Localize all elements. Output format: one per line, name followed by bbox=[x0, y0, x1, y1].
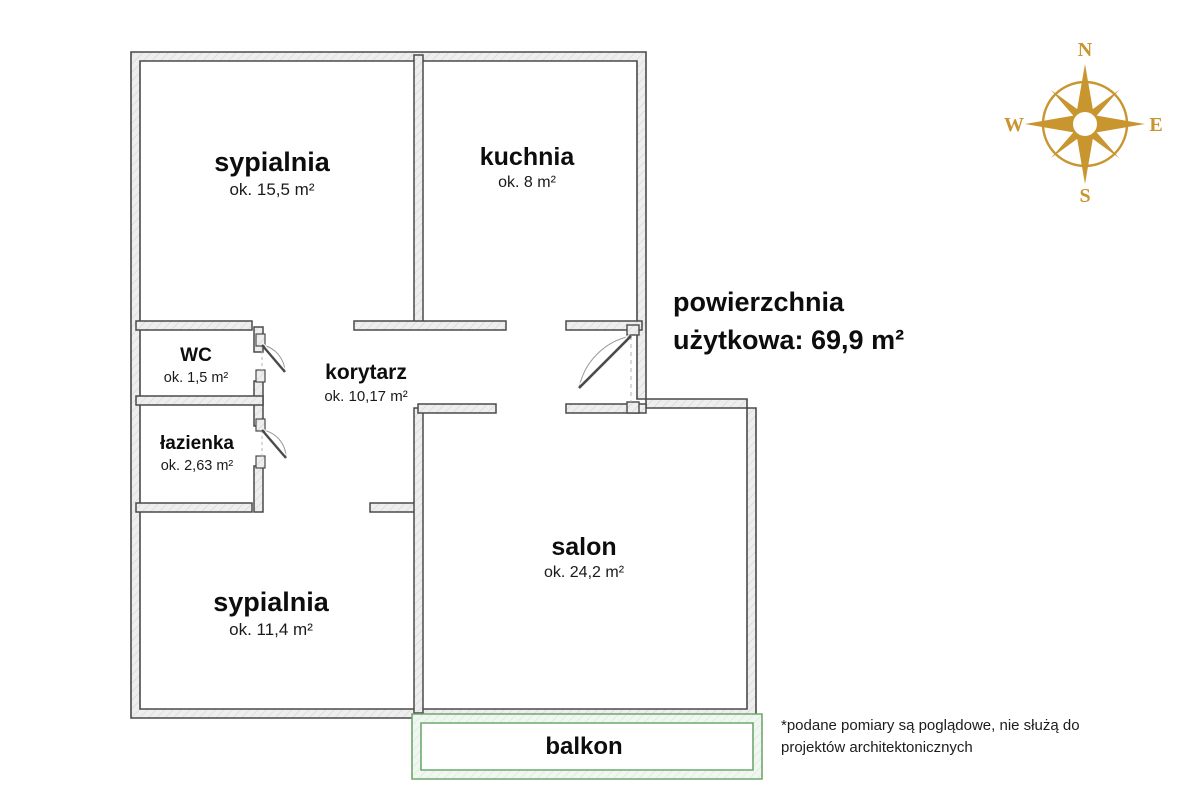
compass-label-north: N bbox=[1078, 39, 1093, 61]
compass-label-east: E bbox=[1149, 114, 1162, 136]
room-name-balkon: balkon bbox=[545, 733, 623, 760]
room-label-kuchnia: kuchnia ok. 8 m² bbox=[480, 144, 574, 193]
compass-rose-icon: N E S W bbox=[1002, 38, 1168, 204]
room-area-salon: ok. 24,2 m² bbox=[543, 564, 625, 582]
room-label-wc: wc ok. 1,5 m² bbox=[164, 346, 228, 387]
wall-shell bbox=[130, 51, 757, 719]
room-label-sypialnia-top: sypialnia ok. 15,5 m² bbox=[214, 148, 330, 200]
room-area-sypialnia-bottom: ok. 11,4 m² bbox=[229, 620, 313, 640]
room-label-sypialnia-bottom: sypialnia ok. 11,4 m² bbox=[213, 588, 329, 640]
room-name-sypialnia-top: sypialnia bbox=[214, 147, 330, 177]
room-area-kuchnia: ok. 8 m² bbox=[498, 174, 556, 192]
door-swings bbox=[255, 333, 632, 469]
room-name-sypialnia-bottom: sypialnia bbox=[213, 587, 329, 617]
room-area-korytarz: ok. 10,17 m² bbox=[324, 388, 408, 406]
room-area-lazienka: ok. 2,63 m² bbox=[160, 457, 234, 474]
room-label-korytarz: korytarz ok. 10,17 m² bbox=[324, 361, 408, 406]
room-label-lazienka: łazienka ok. 2,63 m² bbox=[160, 434, 234, 475]
compass-label-south: S bbox=[1079, 185, 1090, 204]
room-label-salon: salon ok. 24,2 m² bbox=[544, 534, 624, 583]
room-name-wc: wc bbox=[180, 345, 212, 366]
room-name-korytarz: korytarz bbox=[325, 361, 407, 384]
interior-walls bbox=[135, 54, 647, 714]
room-name-lazienka: łazienka bbox=[160, 433, 234, 454]
balcony-outline bbox=[411, 713, 763, 780]
room-area-wc: ok. 1,5 m² bbox=[163, 369, 229, 386]
room-name-salon: salon bbox=[551, 533, 617, 561]
room-area-sypialnia-top: ok. 15,5 m² bbox=[229, 180, 315, 200]
room-name-kuchnia: kuchnia bbox=[479, 143, 575, 171]
compass-label-west: W bbox=[1004, 114, 1024, 136]
